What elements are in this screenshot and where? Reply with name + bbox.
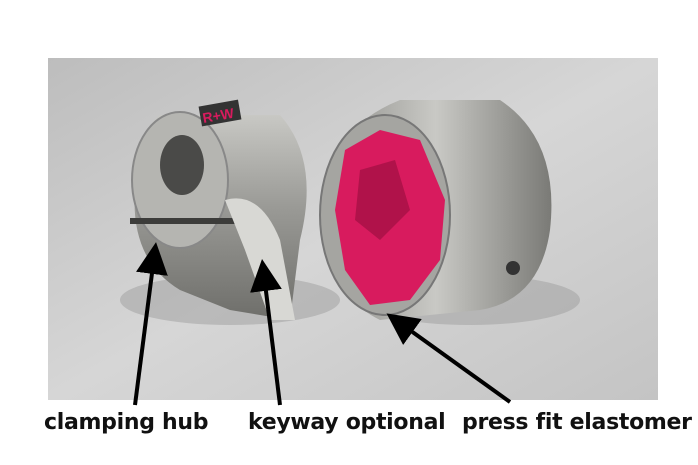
arrow-elastomer	[386, 313, 512, 404]
arrow-clamping-hub	[133, 242, 168, 406]
label-keyway: keyway optional	[248, 410, 446, 435]
label-elastomer: press fit elastomer	[462, 410, 692, 435]
elastomer-hub	[319, 100, 552, 320]
arrow-keyway	[250, 259, 282, 406]
hub-marking: R+W	[201, 105, 236, 126]
label-clamping-hub: clamping hub	[44, 410, 209, 435]
